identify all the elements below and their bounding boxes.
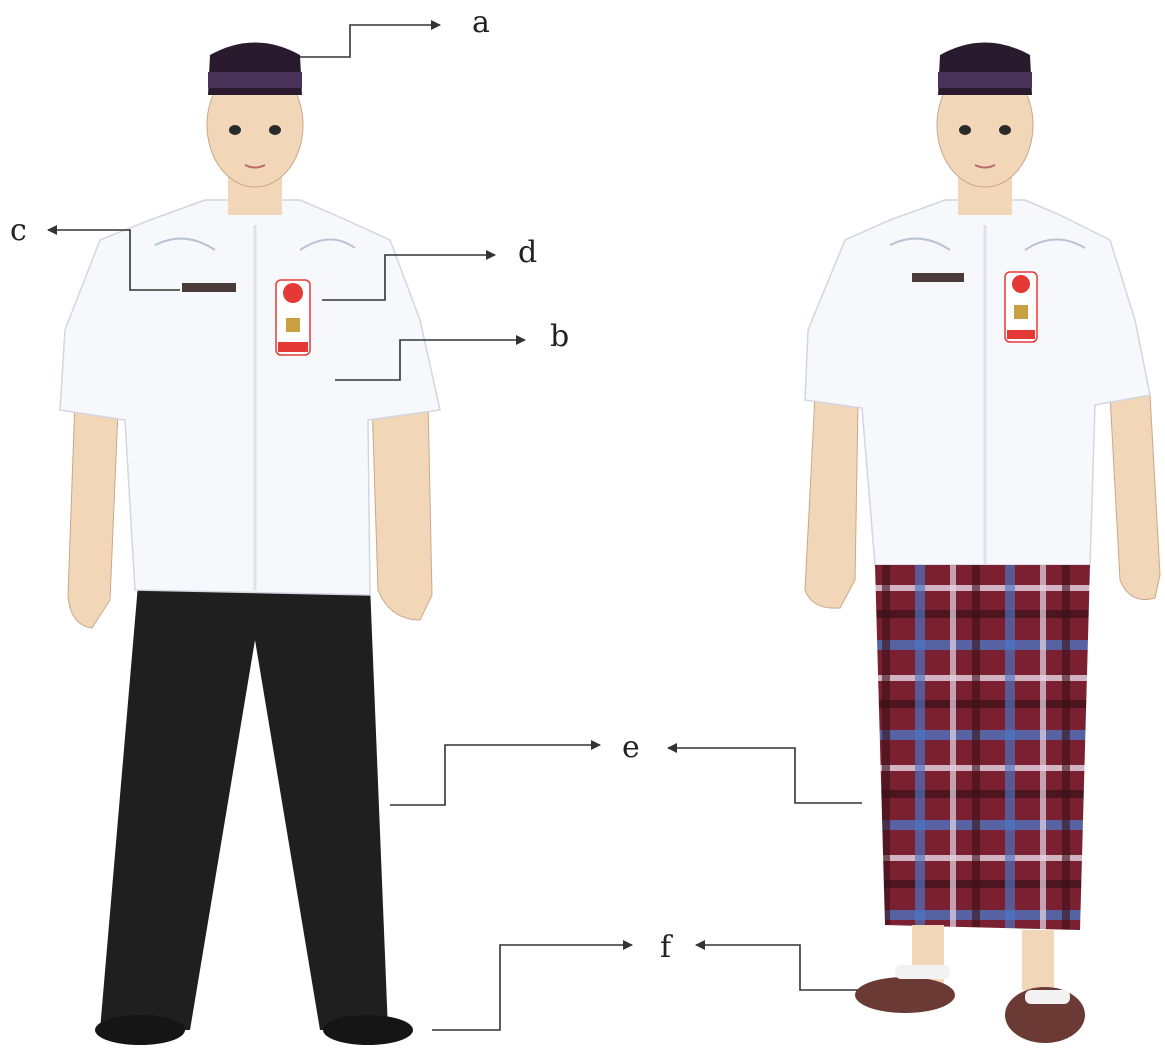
- left-shoe: [95, 1015, 185, 1045]
- label-e: e: [622, 730, 640, 765]
- right-arm: [371, 399, 433, 621]
- leader-f-left: [432, 940, 633, 1031]
- leader-e-right: [667, 743, 862, 804]
- right-shoe: [323, 1015, 413, 1045]
- left-arm: [67, 399, 119, 629]
- leader-c: [47, 225, 180, 291]
- figure-trousers-uniform: [59, 42, 441, 1045]
- leader-lines: [47, 20, 862, 1031]
- shirt-badge: [1004, 271, 1038, 343]
- leader-e-left: [390, 740, 601, 806]
- label-b: b: [550, 319, 569, 354]
- leader-f-right: [695, 940, 858, 991]
- right-arm: [1109, 394, 1161, 600]
- shirt: [804, 199, 1151, 566]
- sarong: [875, 565, 1090, 930]
- label-f: f: [660, 930, 673, 965]
- left-arm: [804, 394, 859, 609]
- name-tag: [912, 273, 964, 282]
- shirt-badge: [275, 279, 311, 356]
- trousers: [100, 585, 388, 1030]
- label-c: c: [10, 213, 27, 248]
- label-d: d: [518, 235, 537, 270]
- name-tag: [182, 283, 236, 292]
- leader-a: [300, 20, 441, 58]
- sandals: [855, 965, 1085, 1043]
- shirt: [59, 199, 441, 596]
- leader-b: [335, 335, 526, 381]
- figure-sarong-uniform: [804, 42, 1161, 1043]
- label-a: a: [472, 5, 490, 40]
- leader-d: [322, 250, 496, 301]
